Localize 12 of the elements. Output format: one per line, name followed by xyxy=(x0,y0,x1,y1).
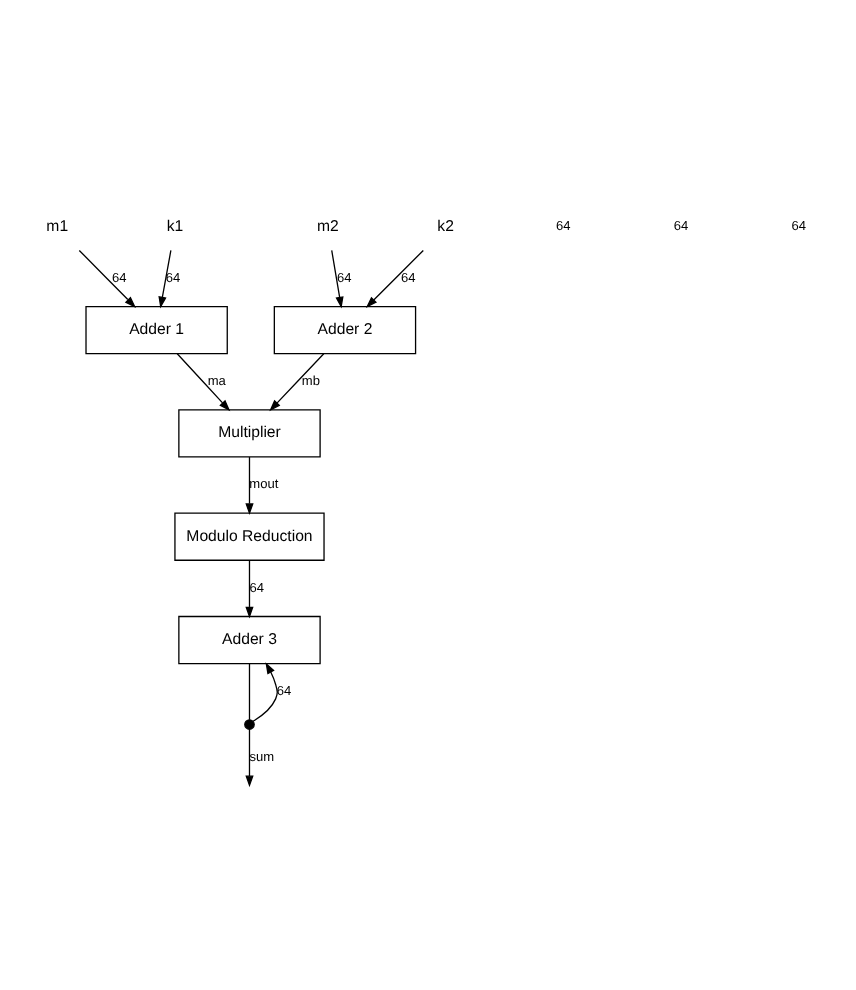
connector xyxy=(248,663,251,721)
arrow xyxy=(78,249,137,308)
arrow xyxy=(269,353,325,412)
arrow xyxy=(245,456,254,516)
arrow xyxy=(245,728,254,788)
arrow xyxy=(331,249,344,309)
arrow xyxy=(252,662,278,722)
arrow xyxy=(245,559,254,619)
arrow xyxy=(158,249,172,309)
arrow xyxy=(176,353,231,412)
node-circle xyxy=(244,719,255,730)
arrow xyxy=(365,249,424,308)
